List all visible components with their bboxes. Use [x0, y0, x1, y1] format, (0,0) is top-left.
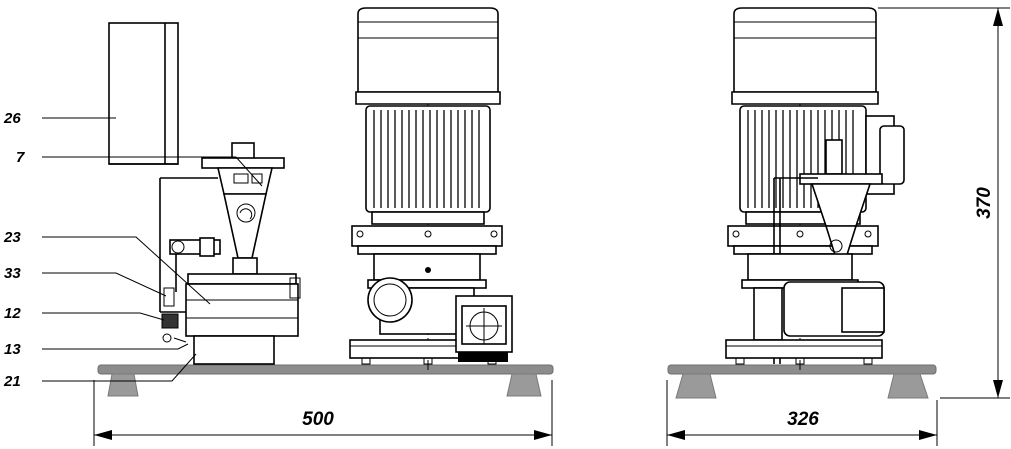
arrow-up-icon: [993, 8, 1003, 26]
front-view: [97, 7, 554, 397]
discharge-port: [455, 295, 513, 362]
side-view: [667, 7, 937, 399]
motor-fan-cover: [355, 7, 501, 105]
side-base-plate: [667, 364, 937, 375]
leader-13: [42, 343, 189, 350]
arrow-right-icon: [919, 430, 937, 440]
arrow-down-icon: [993, 380, 1003, 398]
arrow-left-icon: [667, 430, 685, 440]
side-pump-housing: [725, 253, 885, 365]
arrow-left-icon: [94, 430, 112, 440]
part-label-26: 26: [3, 110, 21, 127]
side-foot-left: [675, 373, 717, 399]
dimension-side-width: 326: [666, 380, 938, 446]
suction-port: [367, 277, 413, 323]
part-label-23: 23: [3, 229, 21, 246]
front-foot-left: [107, 373, 139, 397]
dimension-height: 370: [878, 7, 1010, 399]
side-motor-fan-cover: [731, 7, 879, 105]
collector-box: [185, 273, 301, 365]
arrow-right-icon: [534, 430, 552, 440]
part-label-13: 13: [4, 341, 21, 358]
part-label-7: 7: [16, 149, 25, 166]
part-labels: 26 7 23 33 12 13 21: [3, 110, 25, 390]
leader-12: [42, 312, 165, 321]
filter-cartridge: [108, 22, 179, 165]
sensor-parts: [161, 287, 187, 343]
leader-33: [42, 272, 167, 297]
part-label-33: 33: [4, 265, 21, 282]
leader-21: [42, 353, 197, 382]
leader-lines: [42, 117, 263, 382]
dimension-label-326: 326: [787, 409, 819, 430]
leader-23: [42, 236, 211, 305]
front-base-plate: [97, 364, 554, 375]
leader-7: [42, 156, 263, 187]
part-label-12: 12: [4, 305, 21, 322]
part-label-21: 21: [3, 373, 21, 390]
motor-flange: [351, 225, 503, 255]
dimension-front-width: 500: [93, 380, 553, 446]
front-foot-right: [506, 373, 542, 397]
inlet-pipe: [169, 237, 221, 292]
motor-body: [365, 105, 491, 225]
side-foot-right: [887, 373, 929, 399]
dimension-label-500: 500: [302, 409, 334, 430]
filter-frame: [159, 177, 218, 313]
dimension-label-370: 370: [974, 187, 995, 219]
